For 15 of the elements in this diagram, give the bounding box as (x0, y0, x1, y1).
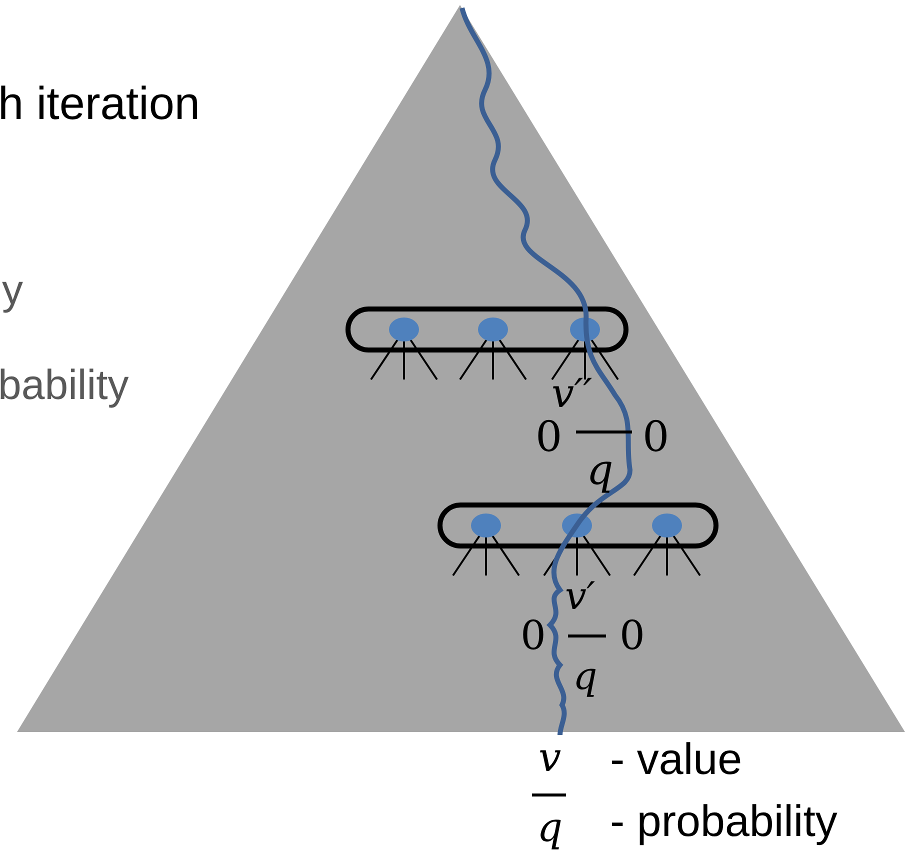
math-symbol: 0 (620, 616, 645, 656)
math-symbol: q (573, 657, 598, 695)
math-symbol: v′ (565, 577, 596, 615)
legend-text: - probability (610, 800, 838, 844)
math-symbol: 0 (536, 416, 562, 458)
math-symbol: 0 (642, 416, 670, 458)
note-text: y (2, 269, 23, 311)
heading-text: h iteration (0, 80, 200, 126)
math-symbol: v′′ (552, 374, 592, 414)
math-symbol: q (586, 449, 614, 491)
math-symbol: 0 (520, 616, 546, 656)
math-symbol: q (537, 808, 563, 848)
note-text: bability (0, 364, 129, 406)
legend-text: - value (610, 738, 742, 782)
math-symbol: v (538, 738, 562, 778)
